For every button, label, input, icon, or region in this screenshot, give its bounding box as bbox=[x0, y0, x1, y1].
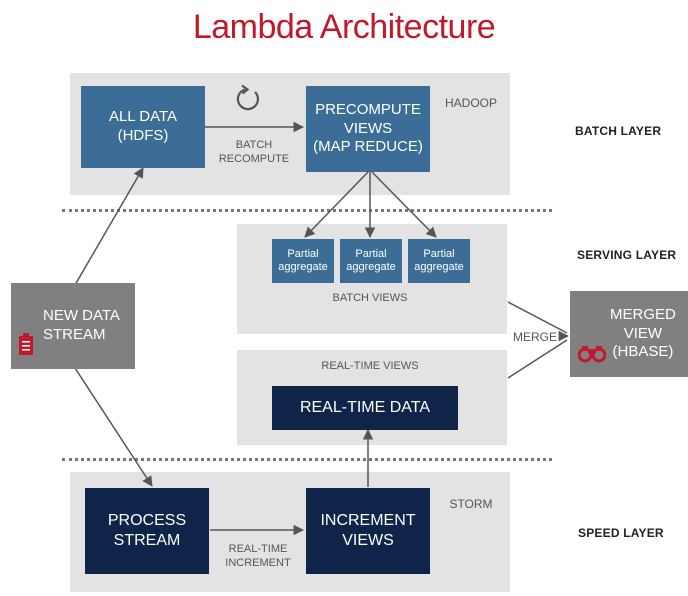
partial-aggregate-box: Partial aggregate bbox=[340, 239, 402, 283]
arrow-stream-to-all-data bbox=[74, 167, 144, 286]
increment-views-box: INCREMENT VIEWS bbox=[306, 488, 430, 574]
partial-aggregate-box: Partial aggregate bbox=[272, 239, 334, 283]
batch-serving-separator bbox=[62, 209, 552, 212]
speed-layer-label: SPEED LAYER bbox=[578, 526, 664, 540]
precompute-views-box: PRECOMPUTE VIEWS (MAP REDUCE) bbox=[306, 86, 430, 172]
increment-views-label: INCREMENT VIEWS bbox=[320, 512, 416, 549]
batch-layer-label: BATCH LAYER bbox=[575, 124, 662, 138]
arrow-stream-to-process bbox=[74, 367, 153, 487]
merged-view-box: MERGED VIEW (HBASE) bbox=[570, 291, 688, 377]
storm-label: STORM bbox=[449, 497, 493, 511]
serving-layer-label: SERVING LAYER bbox=[577, 248, 677, 262]
partial-aggregate-label: Partial aggregate bbox=[414, 247, 464, 273]
partial-aggregate-box: Partial aggregate bbox=[408, 239, 470, 283]
batch-recompute-label: BATCH RECOMPUTE bbox=[218, 139, 290, 166]
all-data-label: ALL DATA (HDFS) bbox=[108, 108, 178, 144]
serving-speed-separator bbox=[62, 458, 552, 461]
diagram-title: Lambda Architecture bbox=[192, 8, 496, 46]
new-data-stream-box: NEW DATA STREAM bbox=[11, 283, 135, 369]
binoculars-icon bbox=[577, 326, 607, 363]
process-stream-label: PROCESS STREAM bbox=[107, 512, 187, 549]
realtime-data-box: REAL-TIME DATA bbox=[272, 386, 458, 430]
process-stream-box: PROCESS STREAM bbox=[85, 488, 209, 574]
batch-views-label: BATCH VIEWS bbox=[332, 292, 408, 304]
refresh-cycle-icon bbox=[233, 84, 263, 114]
new-data-stream-label: NEW DATA STREAM bbox=[43, 307, 120, 343]
realtime-increment-label: REAL-TIME INCREMENT bbox=[225, 543, 291, 570]
partial-aggregate-label: Partial aggregate bbox=[346, 247, 396, 273]
precompute-views-label: PRECOMPUTE VIEWS (MAP REDUCE) bbox=[313, 100, 423, 156]
hadoop-label: HADOOP bbox=[444, 96, 497, 110]
realtime-data-label: REAL-TIME DATA bbox=[299, 399, 431, 416]
merge-line-realtime bbox=[507, 339, 568, 379]
clipboard-document-icon bbox=[19, 314, 33, 355]
merge-line-batch bbox=[507, 301, 568, 334]
merge-label: MERGE bbox=[512, 330, 557, 344]
partial-aggregate-label: Partial aggregate bbox=[278, 247, 328, 273]
merged-view-label: MERGED VIEW (HBASE) bbox=[610, 305, 676, 361]
arrow-to-partial-1 bbox=[304, 171, 369, 238]
arrow-to-partial-3 bbox=[371, 171, 437, 238]
all-data-box: ALL DATA (HDFS) bbox=[81, 86, 205, 168]
realtime-views-label: REAL-TIME VIEWS bbox=[321, 360, 419, 372]
